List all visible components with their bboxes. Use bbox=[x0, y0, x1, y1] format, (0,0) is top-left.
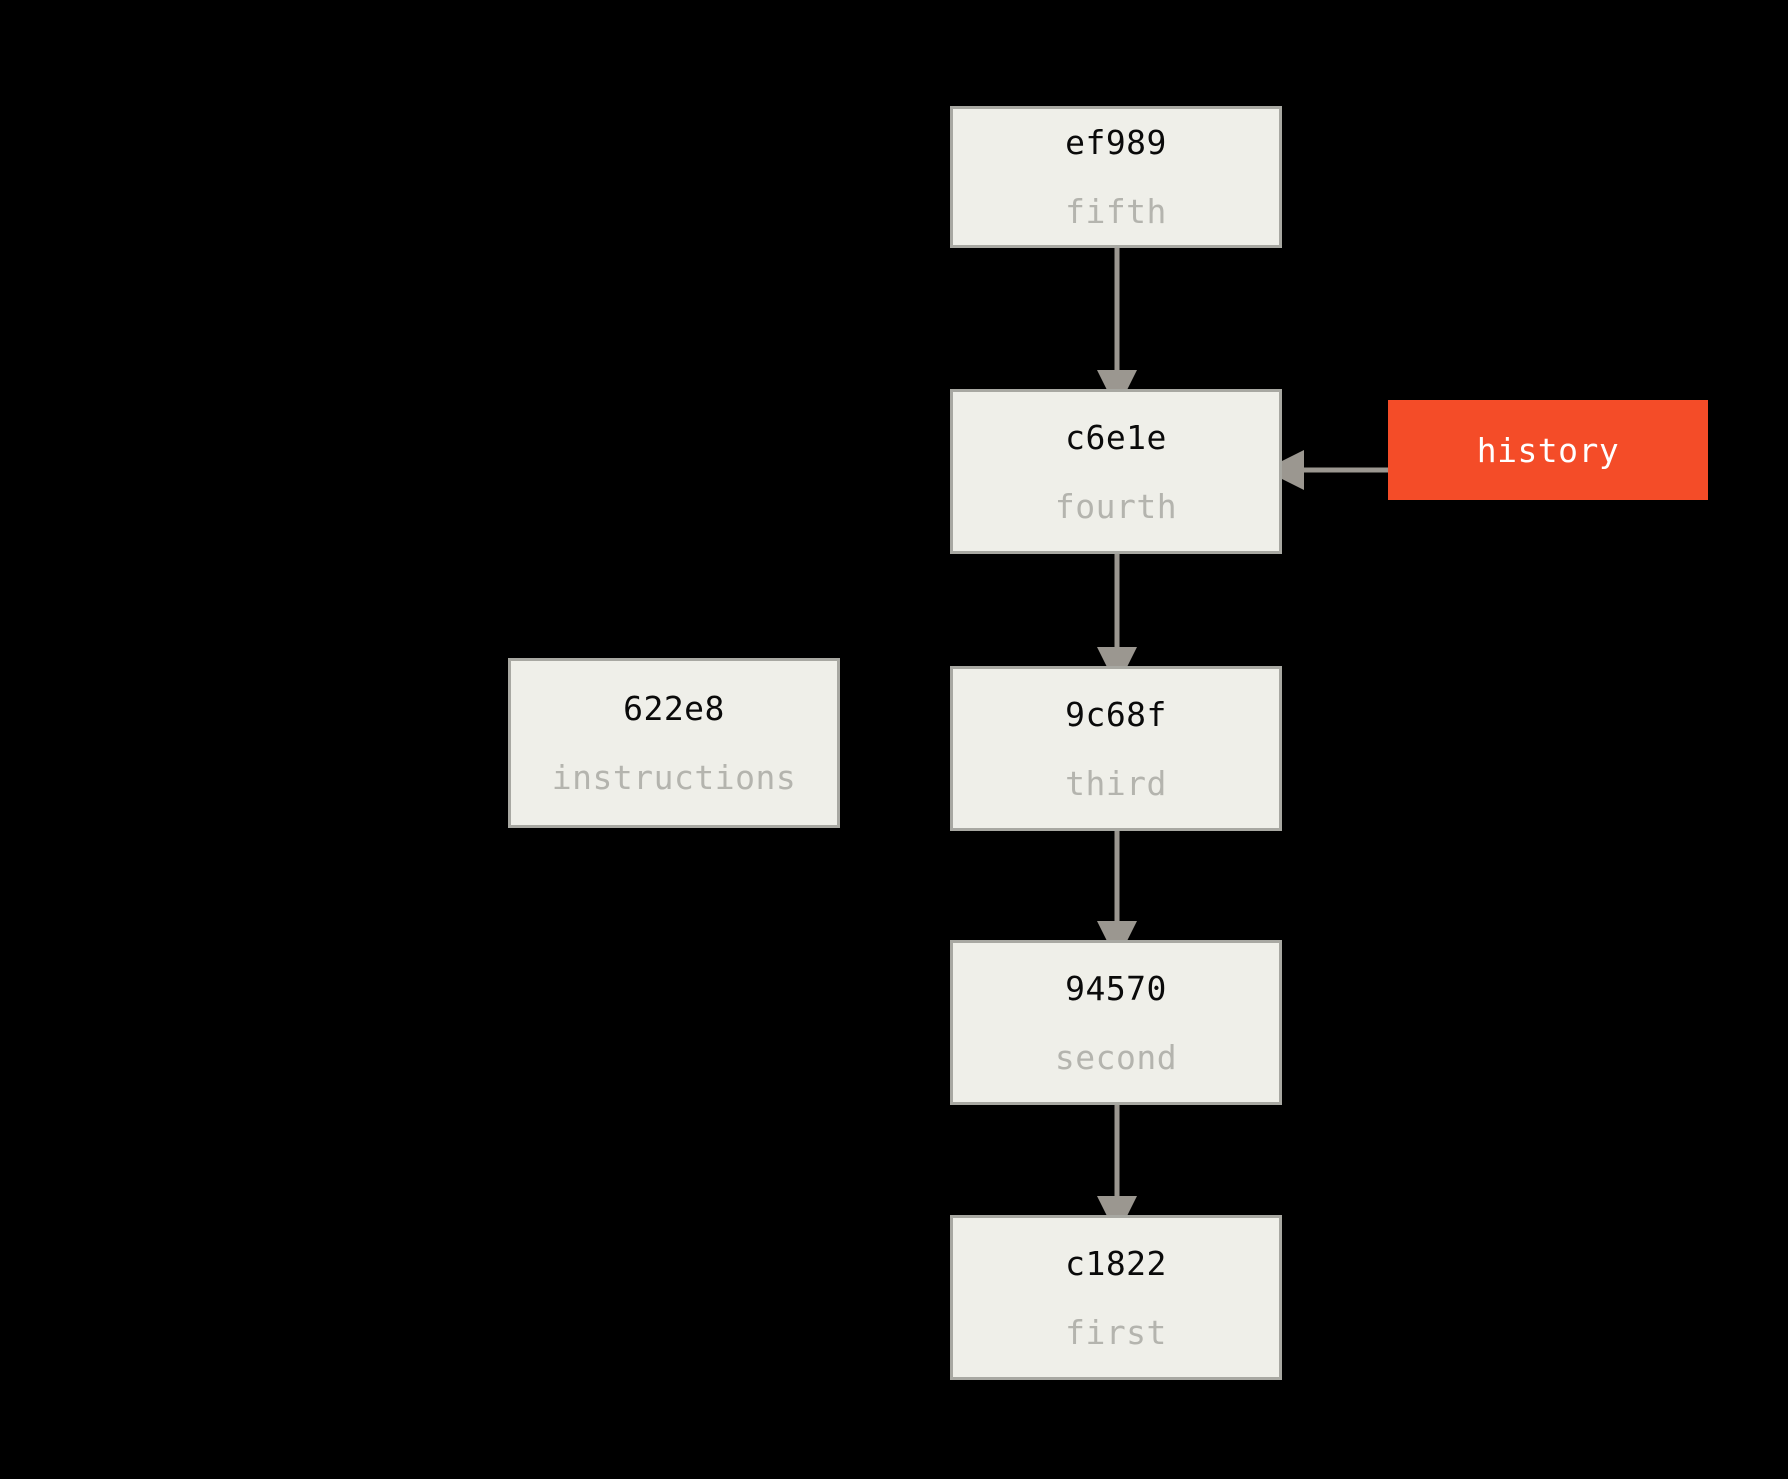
commit-message: second bbox=[1054, 1037, 1178, 1077]
commit-hash: 94570 bbox=[1065, 968, 1167, 1008]
commit-message: fourth bbox=[1054, 486, 1178, 526]
commit-node-c6e1e[interactable]: c6e1e fourth bbox=[950, 389, 1282, 554]
commit-hash: 622e8 bbox=[623, 689, 725, 728]
branch-ref-label: history bbox=[1476, 430, 1620, 470]
commit-hash: 9c68f bbox=[1065, 694, 1167, 734]
commit-node-c1822[interactable]: c1822 first bbox=[950, 1215, 1282, 1380]
commit-node-94570[interactable]: 94570 second bbox=[950, 940, 1282, 1105]
commit-hash: c6e1e bbox=[1065, 417, 1167, 457]
commit-message: instructions bbox=[551, 758, 797, 797]
commit-message: first bbox=[1065, 1312, 1167, 1352]
branch-ref-history[interactable]: history bbox=[1388, 400, 1708, 500]
commit-message: third bbox=[1065, 763, 1167, 803]
commit-hash: ef989 bbox=[1065, 123, 1167, 162]
commit-hash: c1822 bbox=[1065, 1243, 1167, 1283]
commit-message: fifth bbox=[1065, 192, 1167, 231]
commit-node-622e8[interactable]: 622e8 instructions bbox=[508, 658, 840, 828]
commit-node-9c68f[interactable]: 9c68f third bbox=[950, 666, 1282, 831]
commit-node-ef989[interactable]: ef989 fifth bbox=[950, 106, 1282, 248]
